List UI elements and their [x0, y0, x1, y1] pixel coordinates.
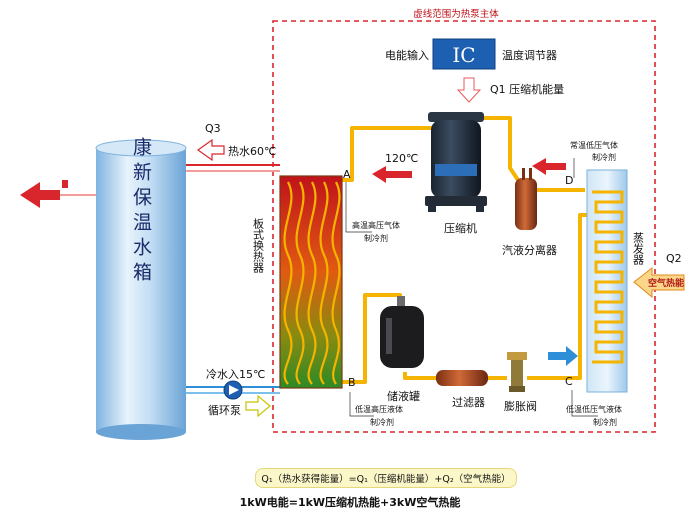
receiver-label: 储液罐	[387, 389, 420, 403]
a-note-leader	[345, 182, 372, 233]
air-heat-arrow-icon	[633, 266, 685, 299]
hot-water-label: 热水60℃	[228, 145, 276, 158]
pump-label: 循环泵	[208, 404, 241, 417]
d-note-line1: 常温低压气体	[570, 140, 618, 150]
formula-line1: Q₁（热水获得能量）=Q₁（压缩机能量）+Q₂（空气热能）	[261, 474, 511, 485]
liquid-receiver	[380, 296, 424, 368]
evaporator-label: 蒸发器	[632, 232, 645, 266]
a-note-line1: 高温高压气体	[352, 220, 400, 230]
filter	[436, 370, 488, 386]
compressor-label: 压缩机	[444, 221, 477, 235]
air-heat-label: 空气热能	[648, 277, 684, 289]
point-c: C	[565, 375, 573, 388]
q1-label: Q1 压缩机能量	[490, 82, 564, 96]
q1-arrow-icon	[456, 77, 482, 103]
hot-flow-arrow-icon	[372, 166, 412, 183]
tank-label: 康新保温水箱	[130, 137, 152, 287]
c-note-leader	[571, 390, 598, 417]
outlet-valve	[62, 180, 68, 188]
exchanger-coils	[283, 181, 341, 385]
ic-label: IC	[452, 43, 475, 67]
temp-120-label: 120℃	[385, 152, 418, 165]
c-note-line2: 制冷剂	[593, 417, 617, 427]
filter-label: 过滤器	[452, 396, 485, 409]
return-flow-arrow-icon	[532, 158, 566, 175]
cold-water-arrow-icon	[245, 394, 271, 418]
compressor	[425, 112, 487, 212]
formula-box: Q₁（热水获得能量）=Q₁（压缩机能量）+Q₂（空气热能）	[255, 468, 517, 488]
exchanger-label: 板式换热器	[252, 217, 265, 274]
d-note-line2: 制冷剂	[592, 152, 616, 162]
outlet-arrow-icon	[20, 182, 60, 208]
expansion-valve	[507, 352, 527, 392]
ic-box	[432, 38, 496, 70]
separator-label: 汽液分离器	[502, 243, 557, 257]
hot-water-arrow-icon	[196, 138, 225, 162]
heat-pump-boundary	[272, 20, 656, 433]
point-b: B	[348, 376, 356, 389]
b-note-line2: 制冷剂	[370, 417, 394, 427]
refrigerant-pipes	[342, 116, 592, 384]
temp-controller-label: 温度调节器	[502, 48, 557, 62]
a-note-line2: 制冷剂	[364, 233, 388, 243]
cold-flow-arrow-icon	[548, 346, 578, 366]
formula-line2: 1kW电能=1kW压缩机热能+3kW空气热能	[239, 496, 461, 509]
cold-water-label: 冷水入15℃	[206, 368, 265, 381]
water-pipes	[186, 164, 280, 394]
b-note-leader	[349, 392, 374, 417]
valve-label: 膨胀阀	[504, 399, 537, 413]
water-tank	[95, 139, 187, 440]
c-note-line1: 低温低压气液体	[566, 404, 622, 414]
q3-label: Q3	[205, 122, 221, 135]
point-d: D	[565, 174, 573, 187]
q2-label: Q2	[666, 252, 682, 265]
power-input-label: 电能输入	[385, 48, 429, 62]
gas-liquid-separator	[515, 168, 537, 230]
boundary-label: 虚线范围为热泵主体	[413, 8, 499, 20]
evaporator-coil	[592, 190, 624, 364]
b-note-line1: 低温高压液体	[355, 404, 403, 414]
point-a: A	[343, 168, 351, 181]
pump-arrow	[229, 385, 239, 395]
